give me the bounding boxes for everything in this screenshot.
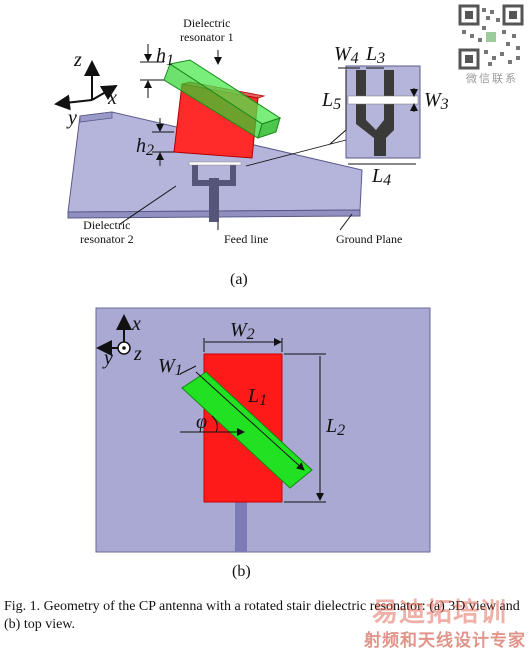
phi-label: φ xyxy=(196,411,207,433)
axis-y-label-b: y xyxy=(102,347,113,369)
axis-x-label: x xyxy=(107,87,117,109)
figure-a-sublabel: (a) xyxy=(230,271,248,288)
figure-caption: Fig. 1. Geometry of the CP antenna with … xyxy=(4,599,520,632)
axis-x-label-b: x xyxy=(131,313,141,335)
l4-label: L4 xyxy=(371,165,391,189)
h2-label: h2 xyxy=(136,135,154,159)
axis-z-label: z xyxy=(73,49,82,71)
qr-code-icon xyxy=(458,4,524,70)
w1-label: W1 xyxy=(158,355,183,379)
dielectric-resonator-1 xyxy=(163,59,282,139)
w2-label: W2 xyxy=(230,319,255,343)
l5-label: L5 xyxy=(321,89,341,113)
l3-label: L3 xyxy=(365,43,385,67)
axis-triad-top: x y z xyxy=(96,313,142,369)
qr-caption: 微信联系 xyxy=(466,73,518,85)
h1-label: h1 xyxy=(156,45,174,69)
figure-b-sublabel: (b) xyxy=(232,563,251,580)
dr1-text: Dielectric resonator 1 xyxy=(180,16,234,44)
feed-line xyxy=(188,161,242,222)
h1-dimension: h1 xyxy=(140,44,174,98)
ground-plane-text: Ground Plane xyxy=(336,232,403,246)
l2-label: L2 xyxy=(325,415,345,439)
w3-label: W3 xyxy=(424,89,449,113)
green-resonator-top xyxy=(181,371,313,489)
axis-z-label-b: z xyxy=(133,343,142,365)
feed-line-top xyxy=(235,502,247,552)
axis-triad-3d: z x y xyxy=(54,49,118,129)
figure-a-3d-view: z x y h1 h2 xyxy=(54,43,449,288)
h2-dimension: h2 xyxy=(136,118,174,166)
brand-watermark: 易迪拓培训 xyxy=(372,598,508,628)
tagline-watermark: 射频和天线设计专家 xyxy=(364,631,526,651)
axis-y-label: y xyxy=(66,107,77,129)
w4-label: W4 xyxy=(334,43,359,67)
dr2-text: Dielectric resonator 2 xyxy=(80,218,134,246)
feed-detail-inset: W4 L3 L5 W3 L4 xyxy=(245,43,449,189)
figure-b-top-view: x y z W2 L2 L1 W1 φ (b) xyxy=(95,307,431,580)
l1-label: L1 xyxy=(247,385,267,409)
feed-line-text: Feed line xyxy=(224,232,269,246)
